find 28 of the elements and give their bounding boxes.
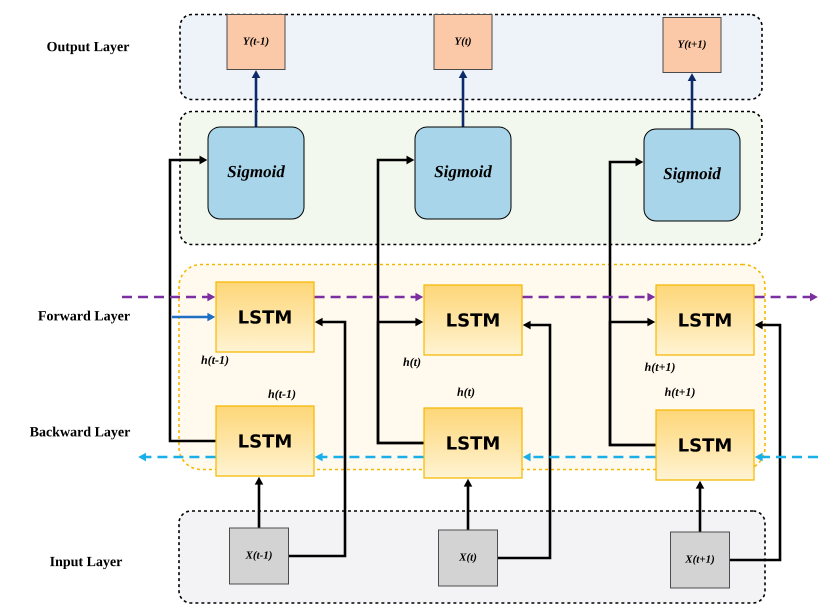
arrow	[168, 156, 216, 442]
input-box: X(t+1)	[670, 532, 730, 588]
state-label: h(t-1)	[201, 356, 228, 366]
lstm-box: LSTM	[423, 407, 523, 479]
lstm-box: LSTM	[655, 284, 755, 356]
output-box: Y(t-1)	[226, 14, 286, 70]
state-label: h(t+1)	[664, 388, 695, 398]
lstm-box: LSTM	[655, 409, 755, 481]
state-label: h(t+1)	[644, 362, 675, 374]
input-box: X(t)	[438, 530, 498, 586]
layer-label: Input Layer	[50, 556, 122, 570]
arrow	[376, 318, 424, 444]
input-box: X(t-1)	[229, 528, 289, 584]
state-label: h(t)	[457, 388, 474, 398]
state-label: h(t)	[403, 358, 420, 368]
state-label: h(t-1)	[268, 390, 296, 400]
lstm-box: LSTM	[215, 281, 315, 353]
layer-label: Forward Layer	[38, 310, 130, 324]
arrow	[608, 318, 656, 446]
sigmoid-box: Sigmoid	[208, 126, 304, 220]
sigmoid-box: Sigmoid	[414, 126, 512, 220]
lstm-box: LSTM	[423, 284, 523, 356]
output-box: Y(t+1)	[662, 17, 722, 73]
layer-label: Backward Layer	[30, 426, 130, 440]
output-box: Y(t)	[434, 14, 492, 70]
lstm-box: LSTM	[215, 405, 315, 477]
layer-label: Output Layer	[47, 42, 130, 54]
sigmoid-box: Sigmoid	[644, 128, 740, 222]
